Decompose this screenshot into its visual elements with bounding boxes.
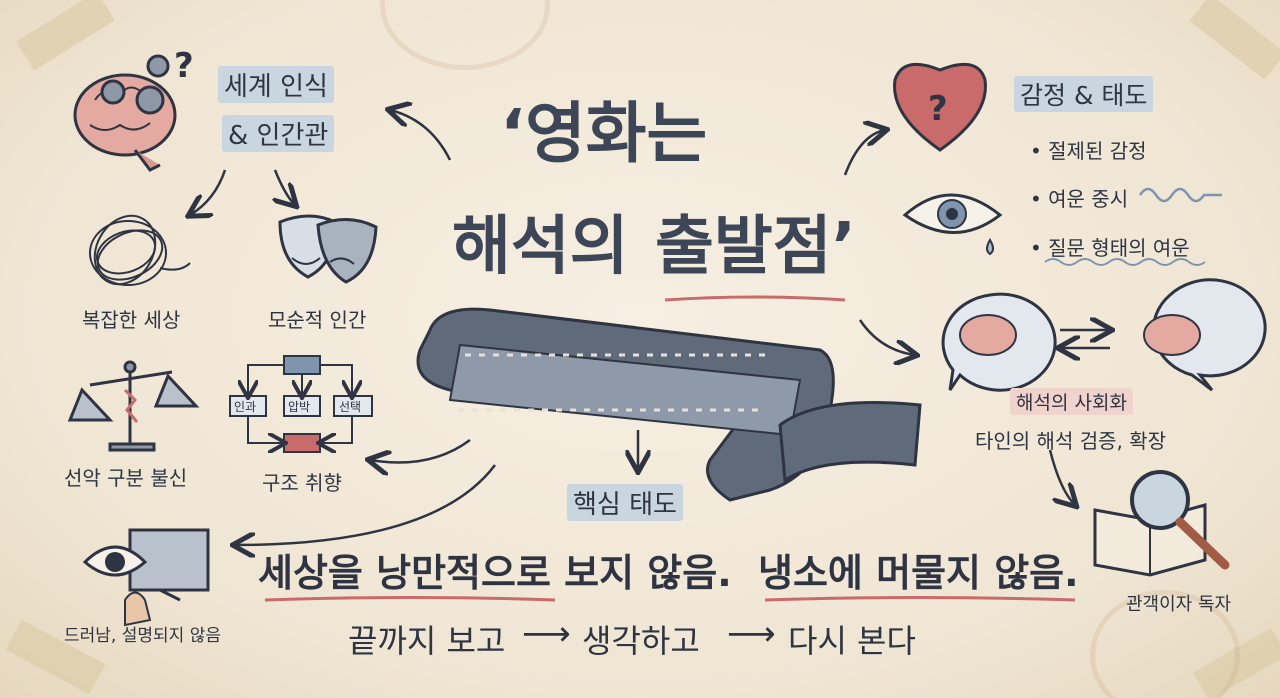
core-flow-arrow-1: ⟶ [522, 614, 571, 654]
social-label-2: 타인의 해석 검증, 확장 [975, 429, 1167, 453]
speech-bubble-brain-left [941, 292, 1057, 392]
title-line-2a: 해석의 [452, 210, 629, 284]
emotion-heading: 감정 & 태도 [1014, 76, 1154, 112]
label-good-evil-distrust: 선악 구분 불신 [64, 466, 188, 490]
emotion-bullet-2: • 여운 중시 [1030, 187, 1129, 211]
unexplained-label: 드러남, 설명되지 않음 [64, 626, 221, 646]
question-mark-icon: ? [174, 46, 194, 86]
audience-label: 관객이자 독자 [1126, 594, 1232, 615]
heart-question-icon: ? [893, 62, 987, 152]
worldview-heading-2: & 인간관 [222, 115, 335, 152]
book-magnifier-icon [1093, 470, 1230, 577]
theater-masks-icon [278, 214, 378, 284]
core-flow-arrow-2: ⟶ [727, 614, 776, 654]
core-flow-step-3: 다시 본다 [788, 622, 916, 660]
speech-bubble-brain-right [1143, 278, 1267, 392]
social-label-1: 해석의 사회화 [1010, 388, 1133, 415]
statement-underline-b [764, 596, 1076, 602]
film-strip-icon [416, 307, 922, 502]
core-statement-b: 냉소에 머물지 않음. [758, 551, 1079, 595]
tangled-scribble-icon [89, 214, 191, 286]
title-line-1: ‘영화는 [500, 95, 708, 172]
flow-box-causality: 인과 [234, 400, 257, 414]
worldview-heading-1: 세계 인식 [218, 66, 334, 103]
broken-scales-icon [67, 360, 200, 452]
bullet-wavy-underline [1044, 258, 1206, 266]
label-contradictory-human: 모순적 인간 [268, 308, 367, 332]
core-flow-step-2: 생각하고 [582, 622, 700, 660]
core-heading: 핵심 태도 [567, 484, 683, 521]
tearful-eye-icon [902, 193, 1003, 256]
structure-flow-diagram [229, 355, 373, 453]
statement-underline-a [264, 596, 556, 602]
brain-gears-icon [73, 54, 177, 172]
label-structure-preference: 구조 취향 [262, 471, 342, 495]
emotion-bullet-1: • 절제된 감정 [1030, 139, 1147, 163]
eye-monitor-icon [82, 528, 210, 627]
title-underline [664, 295, 846, 302]
core-flow-step-1: 끝까지 보고 [348, 622, 506, 660]
core-statement-a: 세상을 낭만적으로 보지 않음. [258, 551, 732, 595]
title-line-2b: 출발점’ [655, 210, 856, 284]
emotion-bullet-3: • 질문 형태의 여운 [1030, 236, 1190, 260]
exchange-arrows-icon [1060, 330, 1110, 348]
stain-ring-bottom [1090, 590, 1240, 698]
flow-box-pressure: 압박 [288, 400, 311, 414]
label-complex-world: 복잡한 세상 [82, 308, 181, 332]
svg-text:?: ? [928, 89, 948, 129]
connector-arrows [190, 110, 1075, 545]
flow-box-choice: 선택 [339, 400, 362, 414]
wavy-line-icon [1138, 187, 1222, 203]
